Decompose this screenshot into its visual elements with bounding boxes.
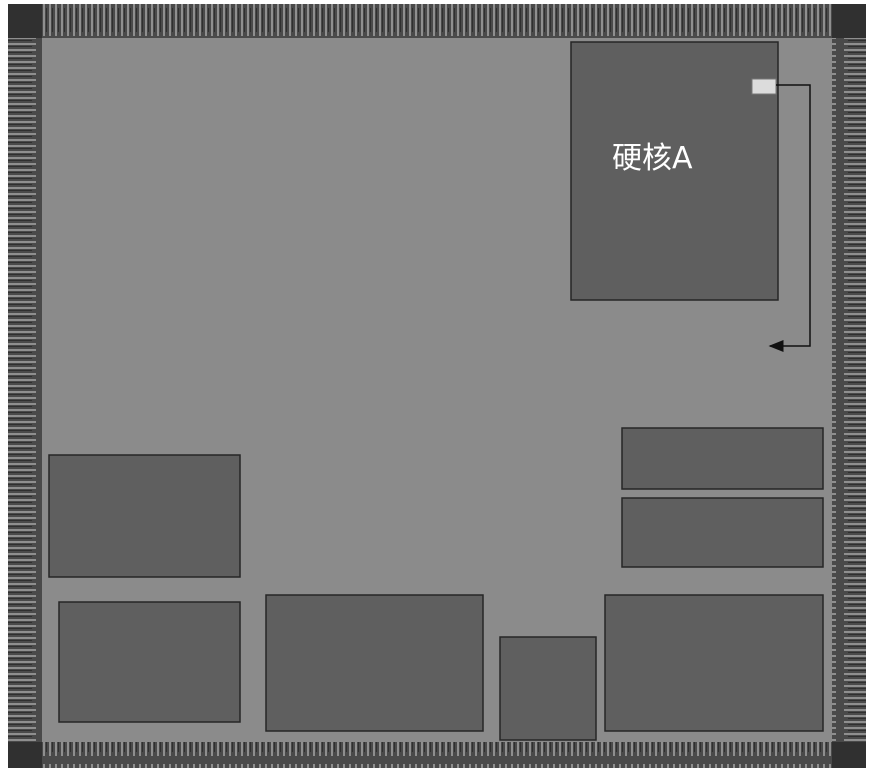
io-pad-bottom [8,742,864,768]
macro-block-left-bottom [58,601,241,723]
hard-core-a-pin [751,78,777,95]
io-pad-right [832,4,866,768]
corner-bottom-right [832,742,866,768]
io-pad-left [8,4,42,768]
corner-top-left [8,4,42,38]
corner-top-right [832,4,866,38]
macro-block-left-middle [48,454,241,578]
macro-block-right-upper [621,427,824,490]
route-arrow [768,84,811,352]
hard-core-a: 硬核A [570,41,779,301]
macro-block-small-bottom [499,636,597,741]
macro-block-right-lower [621,497,824,568]
hard-core-a-label: 硬核A [612,141,693,176]
io-pad-top [8,4,864,38]
macro-block-right-bottom [604,594,824,732]
corner-bottom-left [8,742,42,768]
macro-blocks [48,427,824,741]
macro-block-center-bottom [265,594,484,732]
hard-core-a-block [570,41,779,301]
